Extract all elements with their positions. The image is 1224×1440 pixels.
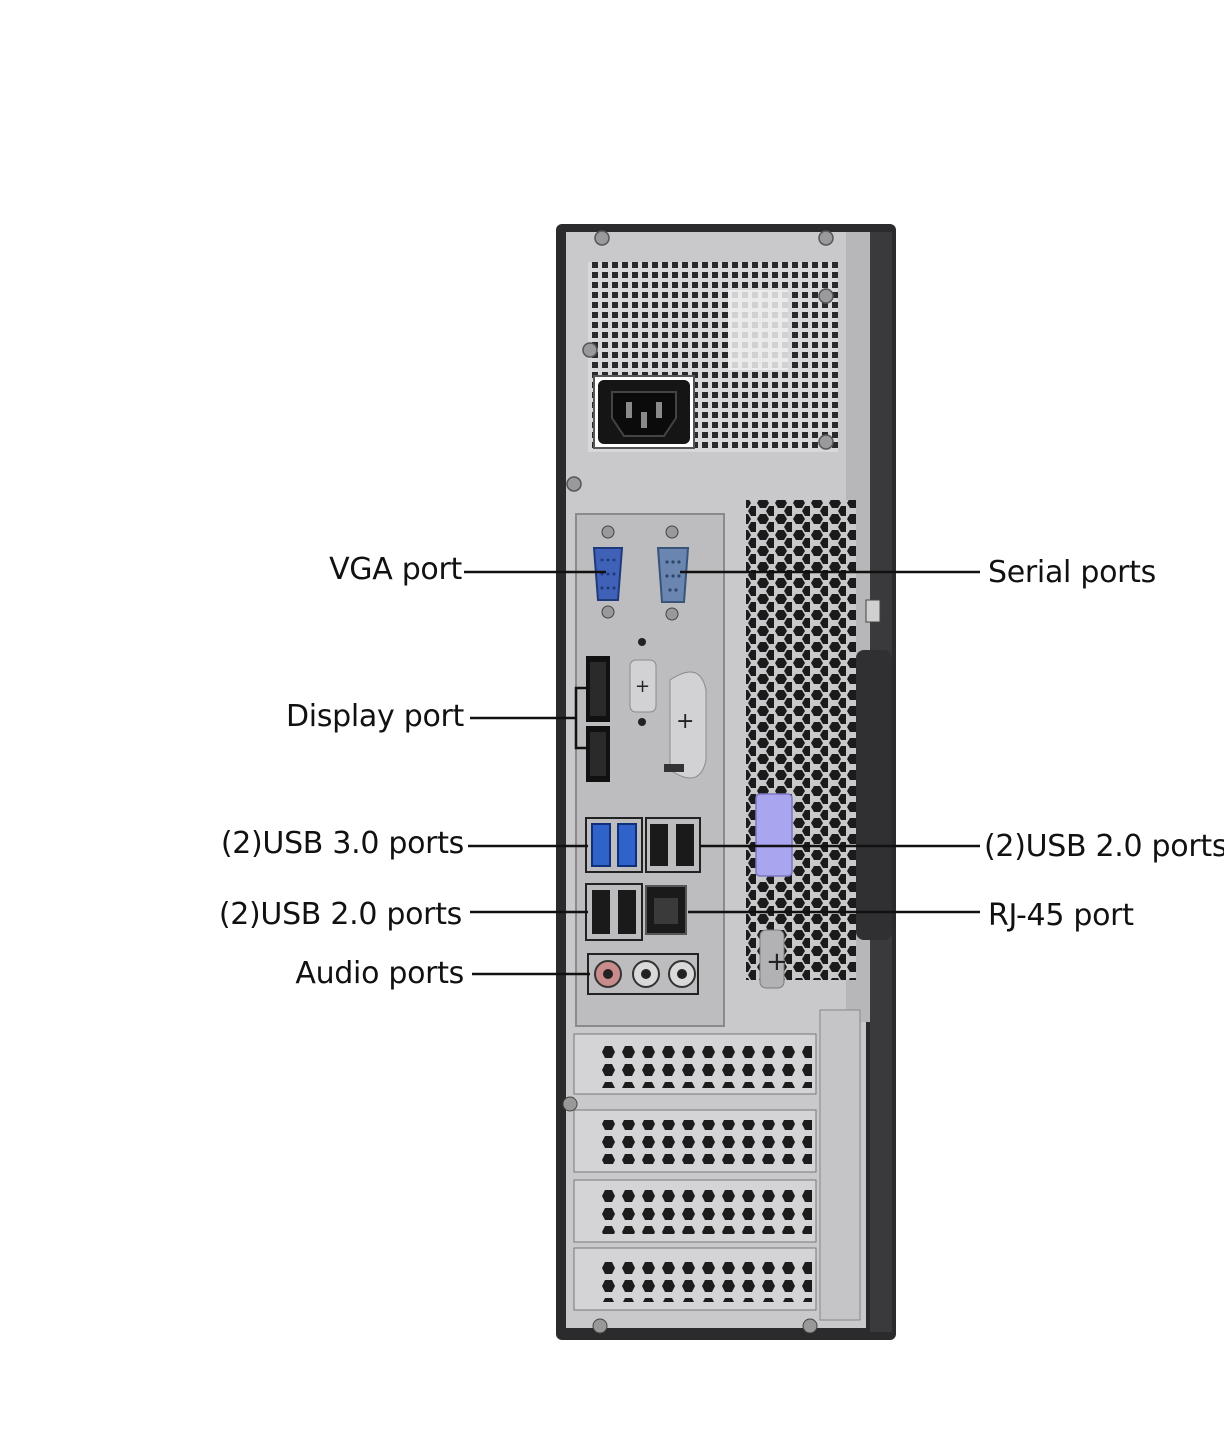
label-serial-ports: Serial ports — [988, 555, 1156, 590]
side-vent — [746, 500, 856, 980]
label-vga-port: VGA port — [329, 552, 462, 587]
cover-latch — [755, 793, 793, 877]
vga-connector-icon — [592, 525, 624, 619]
label-usb2-ports-left: (2)USB 2.0 ports — [218, 897, 462, 932]
io-plate: + + — [575, 513, 725, 1027]
label-display-port: Display port — [285, 699, 464, 734]
power-supply — [566, 230, 838, 492]
usb2-port-icon — [645, 817, 701, 873]
svg-text:+: + — [766, 947, 788, 977]
svg-text:+: + — [635, 676, 650, 697]
expansion-slots — [562, 1009, 861, 1334]
label-usb3-ports: (2)USB 3.0 ports — [220, 826, 464, 861]
svg-text:+: + — [676, 709, 694, 734]
leader-lines — [464, 570, 980, 976]
ethernet-jack-icon — [645, 885, 687, 935]
label-audio-ports: Audio ports — [295, 956, 464, 991]
displayport-icon — [586, 656, 610, 782]
serial-connector-icon — [656, 525, 690, 621]
power-inlet-icon — [598, 380, 690, 444]
label-rj45-port: RJ-45 port — [988, 898, 1134, 933]
label-usb2-ports-right: (2)USB 2.0 ports — [984, 829, 1224, 864]
chassis-handle — [856, 650, 892, 940]
